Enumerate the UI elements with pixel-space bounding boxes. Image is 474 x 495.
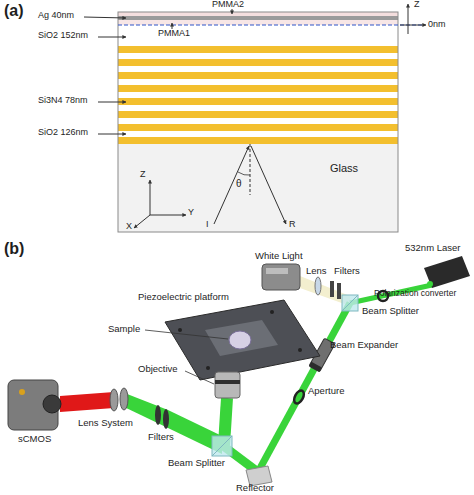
leader-arrow: [232, 9, 233, 14]
component-name: Lens: [306, 266, 327, 276]
leader-line: [145, 330, 228, 339]
pmma1-layer: [118, 20, 398, 25]
ray-name: I: [206, 220, 209, 230]
layer-name: PMMA2: [212, 0, 244, 10]
panel-frame: [118, 12, 398, 232]
axis-arrow: [400, 25, 426, 26]
layer-name: SiO2 126nm: [38, 128, 88, 138]
leader-arrow: [98, 102, 126, 103]
filter-symbol: [163, 409, 169, 429]
angle-arc: [238, 172, 250, 175]
layer-name: SiO2 152nm: [38, 31, 88, 41]
lens-system: [120, 388, 128, 410]
leader-arrow: [98, 37, 126, 38]
aperture-symbol: [292, 389, 306, 405]
axis-arrow: [134, 215, 150, 228]
component-name: Filters: [334, 266, 360, 276]
axis-name: Z: [140, 170, 146, 180]
objective-lens: [215, 380, 240, 384]
component-name: Filters: [148, 432, 174, 442]
component-name: Beam Splitter: [168, 458, 225, 468]
platform-hole: [206, 366, 210, 370]
filter-symbol: [337, 283, 341, 299]
emission-beam: [60, 392, 114, 412]
camera-detail: [19, 389, 25, 395]
sample-dome: [229, 331, 251, 349]
glass-substrate: [118, 144, 398, 232]
incident-ray: [214, 146, 249, 224]
lens-symbol: [315, 277, 321, 295]
platform-hole: [178, 328, 182, 332]
beam-splitter: [342, 295, 358, 311]
layer-name: Ag 40nm: [38, 11, 74, 21]
component-name: Beam Splitter: [362, 306, 419, 316]
si3n4-layer: [118, 137, 398, 144]
axis-arrow: [150, 180, 151, 215]
layer-name: PMMA1: [158, 29, 190, 39]
lens-system: [110, 389, 118, 411]
component-name: Reflector: [236, 483, 274, 493]
si3n4-layer: [118, 46, 398, 53]
laser-body: [424, 256, 470, 288]
si3n4-layer: [118, 111, 398, 118]
leader-arrow: [98, 134, 126, 135]
leader-line: [185, 371, 214, 384]
filter-symbol: [330, 281, 334, 297]
axis-arrow: [150, 215, 186, 216]
axis-arrow: [408, 4, 409, 34]
piezo-platform: [165, 300, 320, 380]
panel-letter: (b): [4, 240, 24, 258]
silver-layer: [118, 16, 398, 20]
platform-hole: [298, 348, 302, 352]
axis-name: Y: [188, 208, 194, 218]
leader-arrow: [84, 17, 126, 18]
zero-reference-line: [118, 24, 424, 25]
beam-splitter: [342, 295, 358, 311]
si3n4-layer: [118, 85, 398, 92]
filter-symbol: [155, 405, 161, 425]
optical-setup: [8, 256, 470, 486]
camera-lens-mount: [43, 395, 61, 413]
laser-aperture: [427, 281, 433, 287]
beam-splitter: [212, 436, 232, 456]
material-name: Glass: [330, 162, 358, 174]
si3n4-layers: [118, 46, 398, 144]
si3n4-layer: [118, 72, 398, 79]
multilayer-panel: [84, 4, 426, 232]
component-name: Aperture: [308, 386, 344, 396]
si3n4-layer: [118, 98, 398, 105]
panel-letter: (a): [4, 2, 24, 20]
axis-name: Z: [414, 0, 420, 10]
component-name: White Light: [255, 251, 303, 261]
axis-name: X: [126, 222, 132, 232]
platform-hole: [270, 310, 274, 314]
component-name: Objective: [138, 364, 178, 374]
component-name: sCMOS: [18, 434, 51, 444]
beam-splitter: [212, 436, 232, 456]
surface-normal: [250, 144, 251, 195]
reflected-ray: [251, 146, 286, 224]
component-name: Piezoelectric platform: [138, 292, 229, 302]
ray-name: R: [289, 220, 296, 230]
si3n4-layer: [118, 59, 398, 66]
component-name: Beam Expander: [330, 340, 398, 350]
white-light-source: [266, 268, 288, 274]
angle-symbol: θ: [236, 178, 242, 189]
component-name: Lens System: [78, 418, 133, 428]
beam-expander: [309, 362, 322, 372]
white-light-source: [262, 264, 300, 290]
objective-lens: [215, 372, 240, 398]
component-name: 532nm Laser: [405, 243, 460, 253]
si3n4-layer: [118, 124, 398, 131]
component-name: Polarization converter: [374, 289, 456, 298]
position-value: 0nm: [428, 20, 446, 30]
pmma2-layer: [118, 12, 398, 16]
component-name: Sample: [108, 324, 140, 334]
layer-name: Si3N4 78nm: [38, 96, 88, 106]
